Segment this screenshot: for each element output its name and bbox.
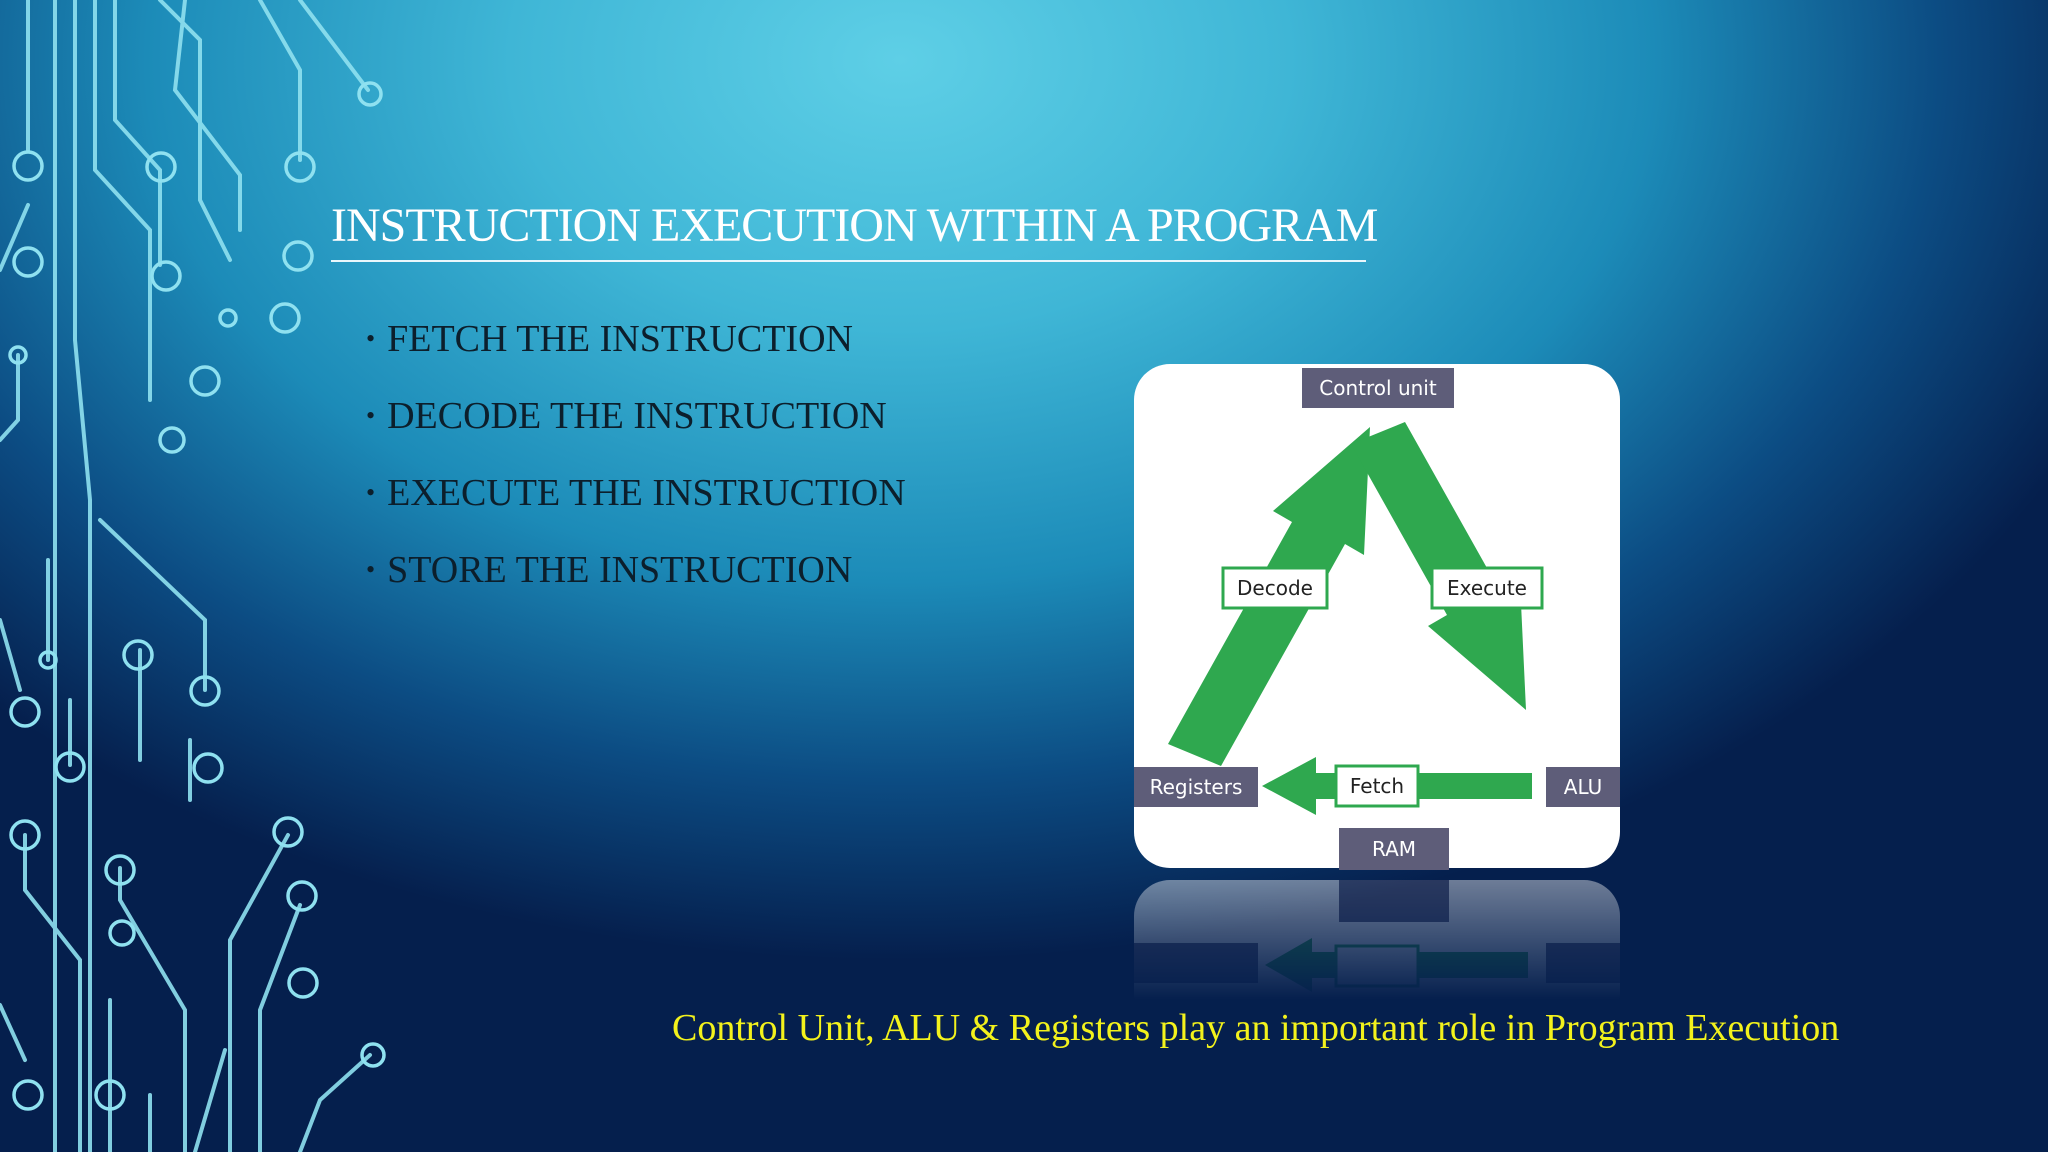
ram-node: RAM bbox=[1339, 828, 1449, 870]
fetch-label: Fetch bbox=[1350, 774, 1404, 798]
bullet-text: FETCH THE INSTRUCTION bbox=[387, 317, 853, 360]
alu-node: ALU bbox=[1546, 767, 1620, 807]
instruction-cycle-diagram: Control unit Registers ALU RAM Decode Ex… bbox=[1134, 364, 1620, 1000]
execute-step: Execute bbox=[1430, 566, 1544, 610]
ram-label: RAM bbox=[1372, 837, 1416, 861]
bullet-dot-icon: • bbox=[366, 477, 376, 507]
control-unit-node: Control unit bbox=[1302, 368, 1454, 408]
circuit-board-decoration bbox=[0, 0, 386, 1152]
registers-label: Registers bbox=[1150, 775, 1243, 799]
bullet-dot-icon: • bbox=[366, 323, 376, 353]
execute-label: Execute bbox=[1447, 576, 1527, 600]
bullet-item: • FETCH THE INSTRUCTION bbox=[366, 300, 906, 377]
diagram-card bbox=[1134, 364, 1620, 868]
alu-label: ALU bbox=[1564, 775, 1602, 799]
registers-node: Registers bbox=[1134, 767, 1258, 807]
slide-title: INSTRUCTION EXECUTION WITHIN A PROGRAM bbox=[331, 199, 1378, 252]
bullet-text: STORE THE INSTRUCTION bbox=[387, 548, 853, 591]
execute-arrow bbox=[1351, 422, 1526, 710]
diagram-reflection bbox=[1134, 880, 1620, 1000]
bullet-item: • DECODE THE INSTRUCTION bbox=[366, 377, 906, 454]
bullet-dot-icon: • bbox=[366, 400, 376, 430]
decode-step: Decode bbox=[1221, 566, 1329, 610]
control-unit-label: Control unit bbox=[1319, 376, 1437, 400]
title-underline bbox=[331, 260, 1366, 262]
bullet-text: EXECUTE THE INSTRUCTION bbox=[387, 471, 906, 514]
bullet-item: • EXECUTE THE INSTRUCTION bbox=[366, 454, 906, 531]
bullet-dot-icon: • bbox=[366, 554, 376, 584]
slide-caption: Control Unit, ALU & Registers play an im… bbox=[672, 1007, 1840, 1049]
decode-label: Decode bbox=[1237, 576, 1313, 600]
bullet-item: • STORE THE INSTRUCTION bbox=[366, 531, 906, 608]
fetch-step: Fetch bbox=[1334, 764, 1420, 808]
bullet-text: DECODE THE INSTRUCTION bbox=[387, 394, 887, 437]
bullet-list: • FETCH THE INSTRUCTION • DECODE THE INSTR… bbox=[366, 300, 906, 608]
